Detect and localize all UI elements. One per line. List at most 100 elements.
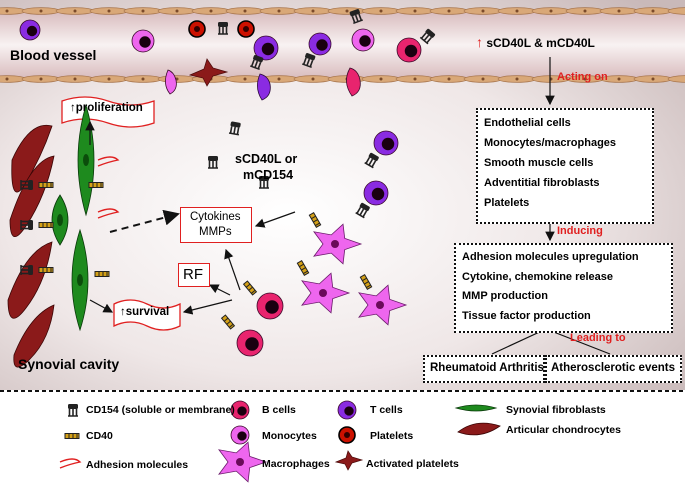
t-cell-nucleus xyxy=(316,39,328,51)
endothelial-nucleus xyxy=(413,9,417,13)
b-cell-nucleus xyxy=(245,337,259,351)
ligand-label-line1: sCD40L or xyxy=(235,152,298,166)
synovial-fibroblast-legend-icon xyxy=(454,404,498,412)
outcome-ra: Rheumatoid Arthritis xyxy=(430,362,544,374)
t-cell xyxy=(19,19,41,41)
up-arrow-icon: ↑ xyxy=(476,34,483,50)
cd40-legend-icon xyxy=(64,433,80,439)
endothelial-nucleus xyxy=(175,9,179,13)
endothelial-nucleus xyxy=(243,77,247,81)
chondrocyte xyxy=(11,124,53,193)
activated-platelet xyxy=(188,58,229,87)
endothelial-nucleus xyxy=(617,9,621,13)
b-cell xyxy=(236,329,264,357)
branch-right xyxy=(545,328,611,355)
adhesion-molecule-icon xyxy=(97,208,120,219)
cytokines-label-line1: Cytokines xyxy=(190,211,241,223)
synovial-fibroblast-nucleus xyxy=(57,214,63,226)
macrophage-nucleus xyxy=(319,289,327,297)
legend-adhesion: Adhesion molecules xyxy=(86,459,189,471)
survival-label: ↑survival xyxy=(120,306,169,318)
effect-item: Cytokine, chemokine release xyxy=(462,270,614,283)
endothelial-nucleus xyxy=(107,9,111,13)
synovial-fibroblast-nucleus xyxy=(83,154,89,166)
b-cell-legend-icon-nucleus xyxy=(237,406,247,416)
endothelial-nucleus xyxy=(481,77,485,81)
survival-text: survival xyxy=(125,306,170,318)
target-item: Adventitial fibroblasts xyxy=(484,177,600,189)
t-cell xyxy=(308,32,332,56)
synovial-cavity-label: Synovial cavity xyxy=(18,356,120,372)
flow-head-text: sCD40L & mCD40L xyxy=(486,36,595,50)
monocyte-legend-icon-nucleus xyxy=(237,431,247,441)
legend-tcells: T cells xyxy=(370,404,403,416)
rf-box: RF xyxy=(178,263,210,287)
legend-macrophages: Macrophages xyxy=(262,458,330,470)
endothelial-nucleus xyxy=(141,9,145,13)
macrophage-nucleus xyxy=(376,301,384,309)
cd40-icon xyxy=(38,182,54,188)
endothelial-nucleus xyxy=(413,77,417,81)
endothelial-nucleus xyxy=(583,77,587,81)
survival-banner xyxy=(113,299,181,331)
cd40-icon xyxy=(94,271,110,277)
platelet-core xyxy=(194,26,200,32)
leading-to-label: Leading to xyxy=(570,332,626,344)
arrow-to-survival xyxy=(182,299,233,315)
endothelial-nucleus xyxy=(39,77,43,81)
endothelial-nucleus xyxy=(73,9,77,13)
up-arrow-icon: ↑ xyxy=(70,102,76,114)
vessel-wall-bottom xyxy=(0,75,685,83)
target-item: Endothelial cells xyxy=(484,117,571,129)
legend-cd40: CD40 xyxy=(86,430,113,442)
target-item: Monocytes/macrophages xyxy=(484,137,617,149)
monocyte-nucleus xyxy=(139,36,151,48)
endothelial-nucleus xyxy=(379,77,383,81)
monocyte xyxy=(131,29,155,53)
target-item: Platelets xyxy=(484,197,530,209)
legend-cd154: CD154 (soluble or membrane) xyxy=(86,404,235,416)
legend-synovial-fibroblasts: Synovial fibroblasts xyxy=(506,404,606,416)
t-cell xyxy=(363,180,389,206)
flow-head: ↑ sCD40L & mCD40L xyxy=(476,34,595,50)
endothelial-nucleus xyxy=(5,77,9,81)
endothelial-nucleus xyxy=(617,77,621,81)
cd154-icon xyxy=(217,21,229,35)
proliferation-text: proliferation xyxy=(75,102,143,114)
t-cell-nucleus xyxy=(26,25,38,37)
monocyte xyxy=(351,28,375,52)
ligand-label-line2: mCD154 xyxy=(243,168,294,182)
t-cell-legend-icon-nucleus xyxy=(344,406,354,416)
macrophage-legend-icon-nucleus xyxy=(236,458,244,466)
cytokines-box: Cytokines MMPs xyxy=(180,207,252,243)
cd40-icon xyxy=(38,267,54,273)
endothelial-nucleus xyxy=(549,9,553,13)
rf-label: RF xyxy=(183,266,203,283)
endothelial-nucleus xyxy=(345,9,349,13)
endothelial-nucleus xyxy=(141,77,145,81)
b-cell-transmigrating xyxy=(346,67,361,97)
legend-monocytes: Monocytes xyxy=(262,430,317,442)
legend-chondrocytes: Articular chondrocytes xyxy=(506,424,621,436)
endothelial-nucleus xyxy=(447,77,451,81)
acting-on-label: Acting on xyxy=(557,71,608,83)
macrophage-nucleus xyxy=(331,240,339,248)
cd154-icon xyxy=(20,219,34,231)
endothelial-nucleus xyxy=(515,9,519,13)
t-cell-legend-icon xyxy=(337,400,357,420)
t-cell-nucleus xyxy=(371,187,385,201)
t-cell-transmigrating xyxy=(257,73,271,101)
endothelial-nucleus xyxy=(73,77,77,81)
t-cell xyxy=(253,35,279,61)
chondrocyte-legend-icon xyxy=(457,422,501,436)
proliferation-label: ↑proliferation xyxy=(70,102,143,114)
proliferation-banner xyxy=(61,96,155,128)
cd40-icon xyxy=(38,222,54,228)
legend-activated-platelets: Activated platelets xyxy=(366,458,459,470)
t-cell-nucleus xyxy=(381,137,395,151)
endothelial-cell xyxy=(667,7,685,15)
endothelial-nucleus xyxy=(5,9,9,13)
platelet-core xyxy=(243,26,249,32)
